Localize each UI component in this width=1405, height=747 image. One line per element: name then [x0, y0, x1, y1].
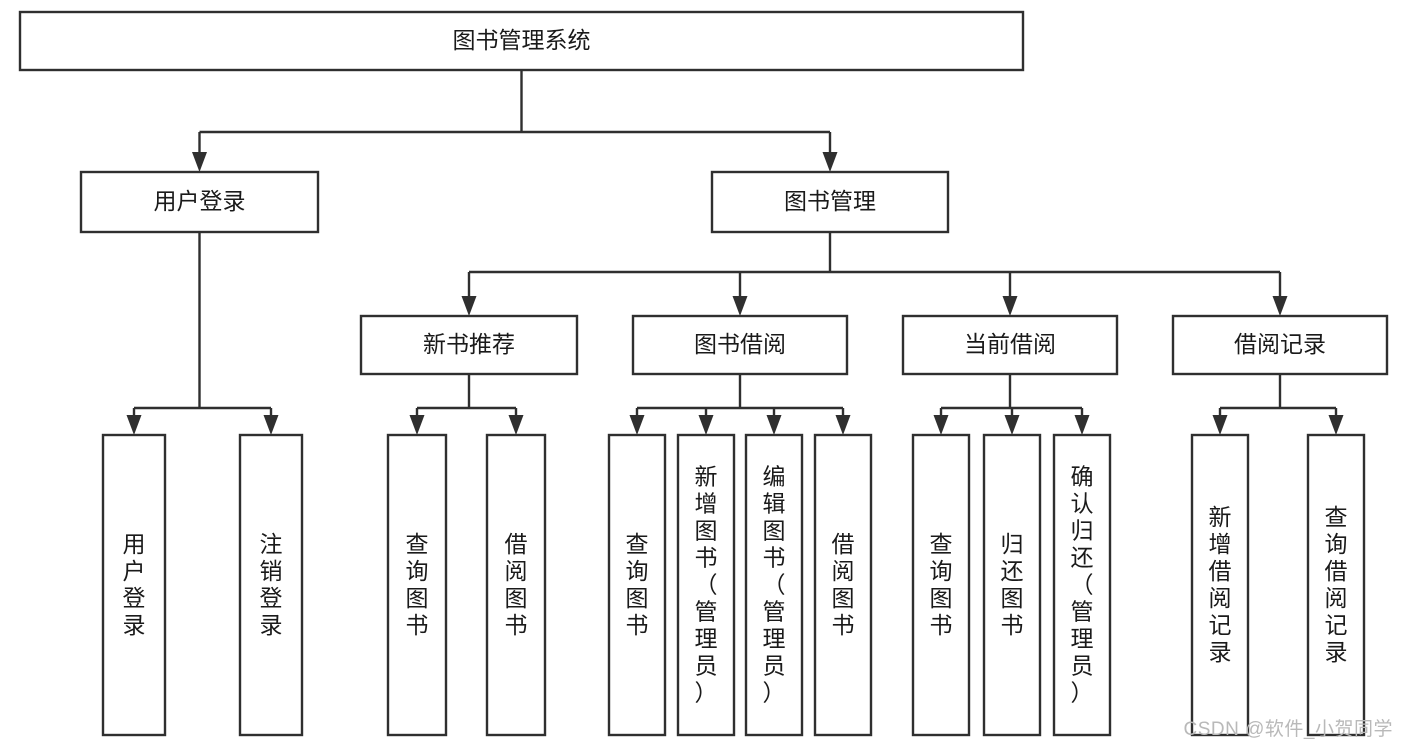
- arrow-head: [126, 415, 142, 435]
- arrow-head: [698, 415, 714, 435]
- node-leaf-borrow-book-1[interactable]: 借阅图书: [485, 433, 547, 737]
- connector-group-current: [933, 374, 1090, 435]
- node-label: 用户登录: [123, 531, 146, 638]
- node-label: 编辑图书（管理员）: [763, 464, 786, 706]
- node-leaf-borrow-book-2[interactable]: 借阅图书: [813, 433, 873, 737]
- node-label: 图书管理系统: [453, 27, 591, 53]
- node-label: 查询借阅记录: [1325, 504, 1348, 665]
- arrow-head: [1212, 415, 1228, 435]
- arrow-head: [629, 415, 645, 435]
- node-leaf-query-record[interactable]: 查询借阅记录: [1306, 433, 1366, 737]
- arrow-head: [263, 415, 279, 435]
- node-box: [676, 433, 736, 737]
- node-leaf-query-book-1[interactable]: 查询图书: [386, 433, 448, 737]
- node-label: 当前借阅: [964, 331, 1056, 357]
- node-current[interactable]: 当前借阅: [901, 314, 1119, 376]
- node-leaf-confirm-return[interactable]: 确认归还（管理员）: [1052, 433, 1112, 737]
- node-box: [1052, 433, 1112, 737]
- node-leaf-query-book-2[interactable]: 查询图书: [607, 433, 667, 737]
- arrow-head: [461, 296, 477, 316]
- node-box: [982, 433, 1042, 737]
- node-label: 图书管理: [784, 188, 876, 214]
- node-login[interactable]: 用户登录: [79, 170, 320, 234]
- arrow-head: [1002, 296, 1018, 316]
- node-label: 图书借阅: [694, 331, 786, 357]
- node-leaf-add-book[interactable]: 新增图书（管理员）: [676, 433, 736, 737]
- node-leaf-edit-book[interactable]: 编辑图书（管理员）: [744, 433, 804, 737]
- node-root[interactable]: 图书管理系统: [18, 10, 1025, 72]
- connector-group-bookmgmt: [461, 232, 1288, 316]
- node-box: [101, 433, 167, 737]
- connector-group-root: [192, 70, 838, 172]
- arrow-head: [822, 152, 838, 172]
- node-box: [1306, 433, 1366, 737]
- arrow-head: [1004, 415, 1020, 435]
- node-label: 查询图书: [930, 531, 953, 638]
- node-label: 新书推荐: [423, 331, 515, 357]
- arrow-head: [1328, 415, 1344, 435]
- node-label: 借阅记录: [1234, 331, 1326, 357]
- node-borrow[interactable]: 图书借阅: [631, 314, 849, 376]
- node-label: 查询图书: [626, 531, 649, 638]
- connector-group-borrow: [629, 374, 851, 435]
- node-label: 确认归还（管理员）: [1071, 464, 1094, 706]
- node-box: [238, 433, 304, 737]
- node-leaf-add-record[interactable]: 新增借阅记录: [1190, 433, 1250, 737]
- arrow-head: [409, 415, 425, 435]
- arrow-head: [1074, 415, 1090, 435]
- node-layer: 图书管理系统用户登录图书管理新书推荐图书借阅当前借阅借阅记录用户登录注销登录查询…: [18, 10, 1389, 737]
- node-leaf-user-login[interactable]: 用户登录: [101, 433, 167, 737]
- connector-group-newbook: [409, 374, 524, 435]
- node-box: [1171, 314, 1389, 376]
- node-box: [1190, 433, 1250, 737]
- arrow-head: [933, 415, 949, 435]
- arrow-head: [766, 415, 782, 435]
- node-box: [813, 433, 873, 737]
- node-box: [710, 170, 950, 234]
- node-records[interactable]: 借阅记录: [1171, 314, 1389, 376]
- connector-group-records: [1212, 374, 1344, 435]
- node-box: [911, 433, 971, 737]
- node-label: 借阅图书: [832, 531, 855, 638]
- node-box: [631, 314, 849, 376]
- arrow-head: [1272, 296, 1288, 316]
- node-leaf-user-logout[interactable]: 注销登录: [238, 433, 304, 737]
- node-label: 归还图书: [1001, 531, 1024, 638]
- arrow-head: [732, 296, 748, 316]
- node-label: 用户登录: [154, 188, 246, 214]
- node-box: [607, 433, 667, 737]
- node-box: [79, 170, 320, 234]
- node-leaf-return-book[interactable]: 归还图书: [982, 433, 1042, 737]
- arrow-head: [835, 415, 851, 435]
- node-leaf-query-book-3[interactable]: 查询图书: [911, 433, 971, 737]
- node-box: [18, 10, 1025, 72]
- arrow-head: [192, 152, 207, 172]
- node-label: 注销登录: [260, 531, 283, 638]
- arrow-head: [508, 415, 524, 435]
- node-box: [901, 314, 1119, 376]
- node-label: 新增借阅记录: [1209, 504, 1232, 665]
- node-box: [744, 433, 804, 737]
- node-newbook[interactable]: 新书推荐: [359, 314, 579, 376]
- node-label: 查询图书: [406, 531, 429, 638]
- node-box: [485, 433, 547, 737]
- node-bookmgmt[interactable]: 图书管理: [710, 170, 950, 234]
- node-label: 新增图书（管理员）: [695, 464, 718, 706]
- node-box: [359, 314, 579, 376]
- node-label: 借阅图书: [505, 531, 528, 638]
- connector-group-login: [126, 232, 279, 435]
- connector-layer: [126, 70, 1344, 435]
- node-box: [386, 433, 448, 737]
